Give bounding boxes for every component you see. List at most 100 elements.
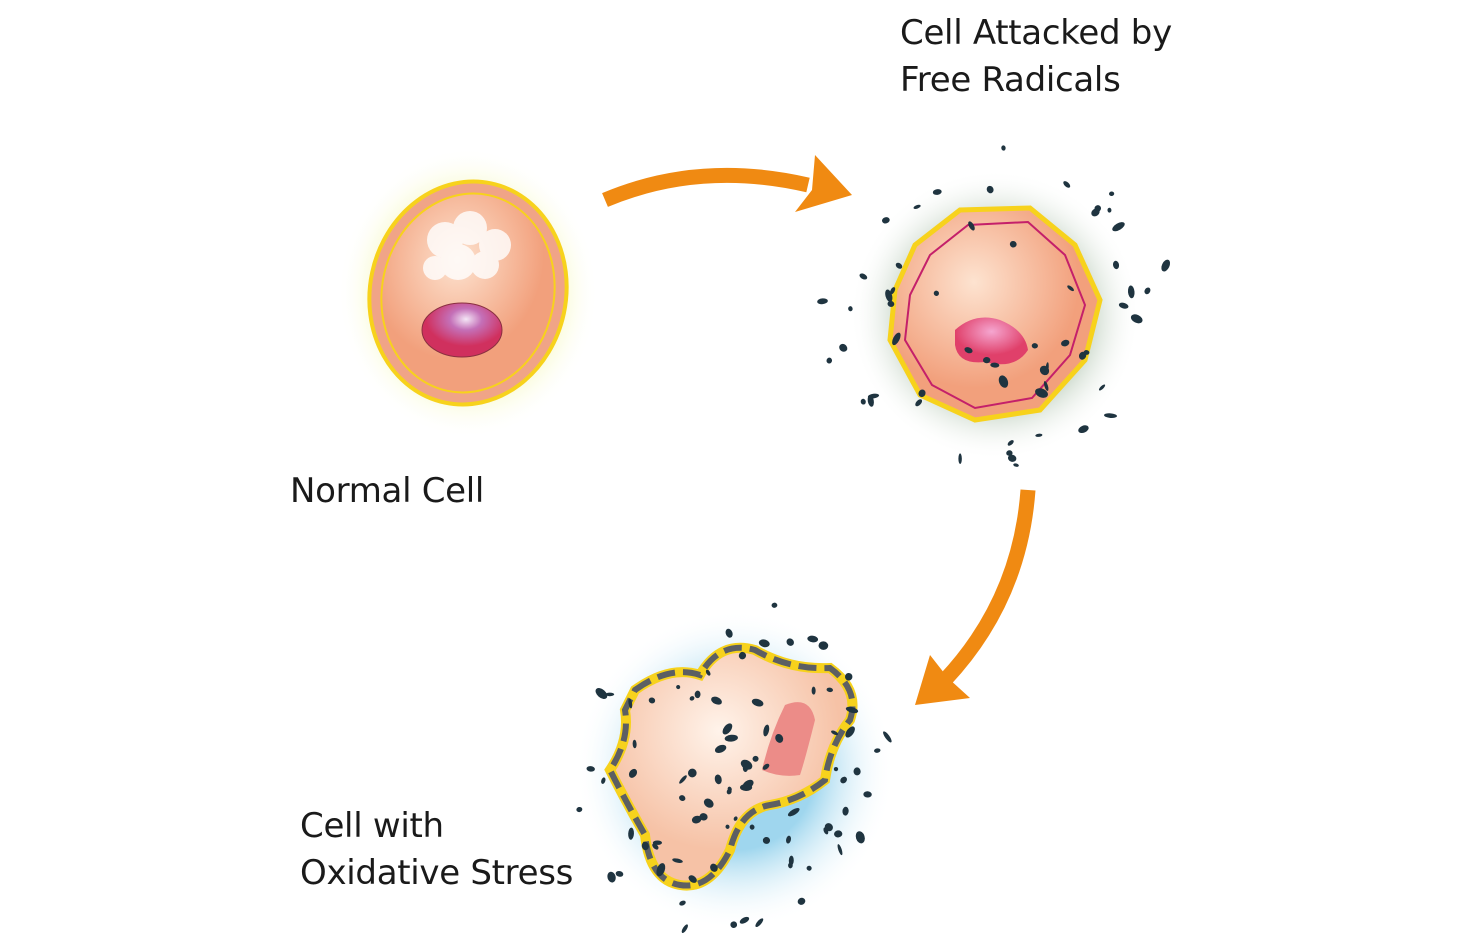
free-radical <box>628 827 634 840</box>
free-radical <box>1001 145 1006 151</box>
free-radical <box>932 189 942 195</box>
free-radical <box>687 768 697 778</box>
free-radical <box>1063 181 1071 188</box>
free-radical <box>1144 287 1151 295</box>
free-radical <box>632 739 637 749</box>
free-radical <box>788 855 794 866</box>
free-radical <box>853 767 861 776</box>
free-radical <box>826 687 833 693</box>
nucleus <box>762 702 815 776</box>
free-radical <box>982 356 991 364</box>
free-radical <box>739 916 750 924</box>
free-radical <box>1009 240 1017 248</box>
free-radical <box>867 395 874 407</box>
free-radical <box>751 698 764 707</box>
free-radical <box>845 706 859 714</box>
free-radical <box>806 865 812 871</box>
free-radical <box>1104 413 1117 418</box>
free-radical <box>913 204 921 209</box>
free-radical <box>758 639 770 648</box>
free-radical <box>762 763 770 770</box>
free-radical <box>855 831 865 844</box>
free-radical <box>1098 384 1106 391</box>
free-radical <box>740 759 753 770</box>
free-radical <box>601 777 606 784</box>
free-radical <box>882 217 890 224</box>
nucleus <box>421 302 503 358</box>
free-radical <box>1130 314 1143 324</box>
free-radical <box>887 300 895 307</box>
free-radical <box>705 669 711 676</box>
free-radicals <box>576 145 1171 933</box>
free-radical <box>807 635 819 643</box>
free-radical <box>689 696 695 701</box>
free-radical <box>1091 208 1100 217</box>
free-radical <box>762 837 771 844</box>
free-radical <box>1107 207 1112 213</box>
free-radical <box>752 755 759 762</box>
free-radical <box>1006 450 1013 456</box>
free-radical <box>915 399 923 407</box>
free-radical <box>699 813 708 821</box>
free-radical <box>703 798 714 808</box>
free-radical <box>1039 365 1050 376</box>
free-radical <box>895 262 903 269</box>
free-radical <box>691 815 702 824</box>
free-radical <box>726 789 732 795</box>
free-radical <box>883 731 892 743</box>
free-radical <box>648 697 656 704</box>
free-radical <box>968 221 975 231</box>
free-radical <box>749 824 755 830</box>
free-radical <box>818 641 829 650</box>
label-attacked-line1: Cell Attacked by <box>900 13 1172 53</box>
free-radical <box>1083 350 1090 355</box>
nucleus <box>955 317 1028 365</box>
free-radical <box>826 357 833 364</box>
free-radical <box>834 830 843 838</box>
free-radical <box>771 602 778 608</box>
free-radical <box>1161 259 1171 272</box>
free-radical <box>837 844 843 856</box>
free-radical <box>1127 285 1135 299</box>
free-radical <box>986 185 994 194</box>
free-radical <box>694 690 701 699</box>
label-attacked-line2: Free Radicals <box>900 60 1121 100</box>
free-radical <box>817 298 828 305</box>
free-radical <box>586 766 595 772</box>
free-radical <box>763 724 770 737</box>
free-radical <box>786 835 792 844</box>
free-radical <box>738 651 747 660</box>
free-radical <box>958 453 962 464</box>
free-radical <box>679 900 686 906</box>
free-radical <box>775 733 784 743</box>
free-radical <box>1061 339 1070 347</box>
free-radical <box>1031 343 1038 349</box>
free-radical <box>739 783 753 791</box>
free-radical <box>844 672 853 681</box>
free-radical <box>722 723 733 735</box>
free-radical <box>1007 440 1014 446</box>
free-radical <box>990 362 1000 368</box>
label-stress-line1: Cell with <box>300 806 444 846</box>
free-radical <box>863 791 872 798</box>
free-radical <box>787 807 800 817</box>
free-radical <box>1112 260 1120 270</box>
free-radical <box>714 774 722 785</box>
free-radical <box>833 766 839 772</box>
free-radical <box>933 290 939 296</box>
free-radical <box>839 343 848 352</box>
free-radical <box>595 687 608 699</box>
free-radical <box>964 347 973 354</box>
free-radical <box>786 638 794 646</box>
free-radical <box>652 843 659 850</box>
label-normal-cell: Normal Cell <box>290 471 485 511</box>
free-radical <box>628 768 638 778</box>
free-radical <box>607 871 616 883</box>
free-radical <box>688 875 697 883</box>
vacuole-cloud <box>423 211 511 280</box>
free-radical <box>681 924 688 933</box>
free-radical <box>860 398 866 405</box>
free-radical <box>656 863 666 877</box>
free-radical <box>842 806 849 816</box>
